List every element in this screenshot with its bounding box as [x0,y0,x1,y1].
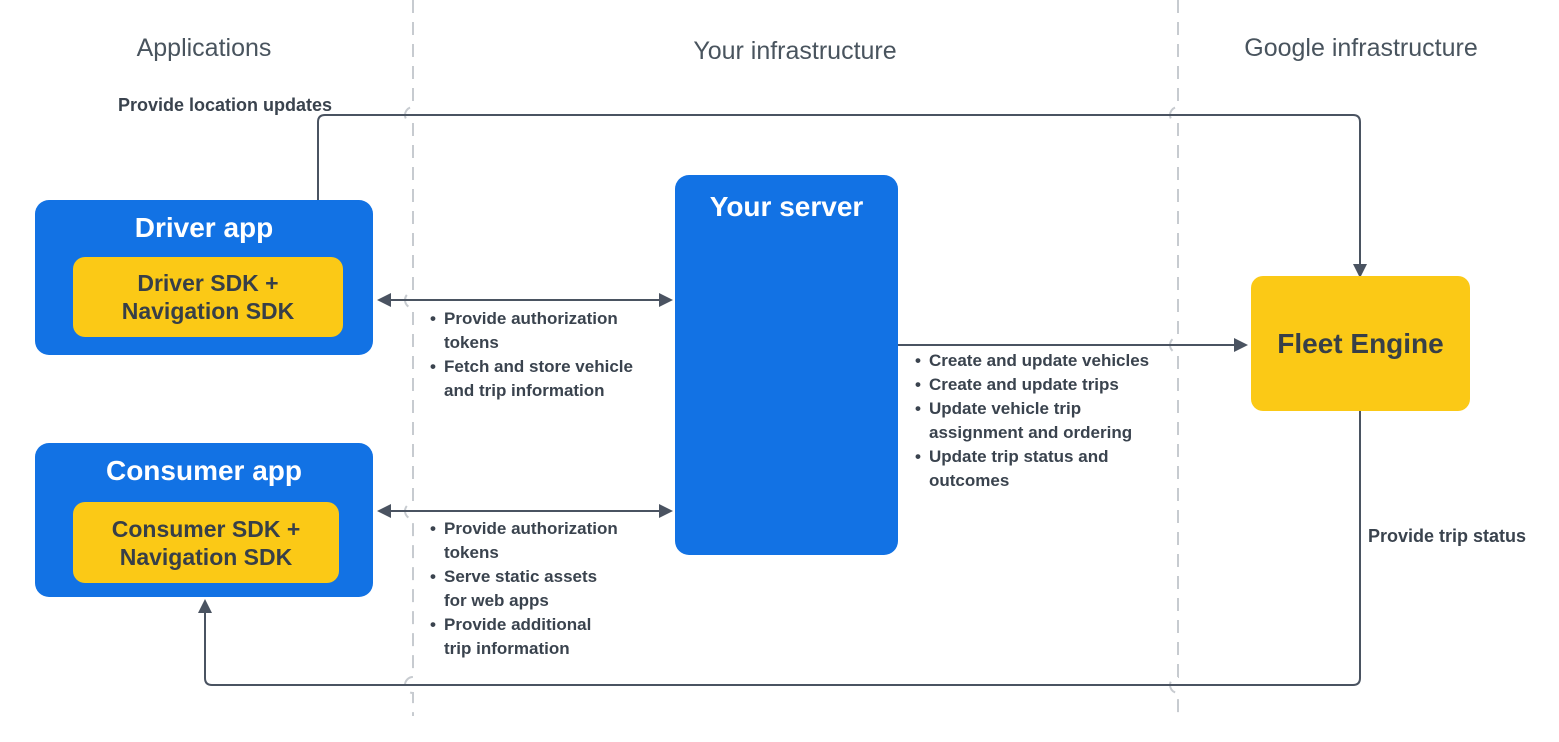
consumer-app-title: Consumer app [105,455,303,486]
label-provide-trip-status: Provide trip status [1368,526,1527,546]
column-header-applications: Applications [136,34,272,62]
bullet-list-consumer-server: • Provide authorization tokens • Serve s… [430,517,660,661]
column-header-google-infrastructure: Google infrastructure [1244,34,1478,62]
driver-app-title: Driver app [134,212,274,243]
list-item: • Update vehicle trip assignment and ord… [915,397,1185,445]
bullet-icon: • [430,519,436,538]
arrowhead-into-fleet-top [1353,264,1367,278]
arrowhead-into-consumer [377,504,391,518]
list-item: • Provide additional trip information [430,613,660,661]
bullet-icon: • [915,351,921,370]
list-item: • Create and update trips [915,373,1185,397]
driver-sdk-label: Driver SDK + Navigation SDK [121,270,295,324]
column-divider-applications [404,0,414,716]
list-item: • Provide authorization tokens [430,517,660,565]
arrowhead-into-consumer-bottom [198,599,212,613]
consumer-app-node: Consumer app Consumer SDK + Navigation S… [35,443,373,597]
driver-app-node: Driver app Driver SDK + Navigation SDK [35,200,373,355]
bullet-icon: • [430,567,436,586]
label-provide-location-updates: Provide location updates [118,95,333,115]
your-server-node: Your server [675,175,898,555]
connector-fleet-to-consumer [204,411,1361,686]
list-item: • Update trip status and outcomes [915,445,1185,493]
your-server-title: Your server [709,191,864,222]
list-item: • Create and update vehicles [915,349,1185,373]
arrowhead-into-driver [377,293,391,307]
fleet-engine-node: Fleet Engine [1251,276,1470,411]
list-item: • Provide authorization tokens [430,307,660,355]
connector-driver-to-fleet [317,114,1361,264]
bullet-list-driver-server: • Provide authorization tokens • Fetch a… [430,307,660,403]
list-item: • Serve static assets for web apps [430,565,660,613]
arrowhead-into-fleet-left [1234,338,1248,352]
column-header-your-infrastructure: Your infrastructure [693,37,897,65]
bullet-icon: • [430,309,436,328]
consumer-sdk-label: Consumer SDK + Navigation SDK [111,515,301,570]
list-item: • Fetch and store vehicle and trip infor… [430,355,660,403]
bullet-icon: • [430,615,436,634]
bullet-icon: • [430,357,436,376]
bullet-icon: • [915,399,921,418]
bullet-list-server-fleet: • Create and update vehicles • Create an… [915,349,1185,493]
consumer-sdk-node: Consumer SDK + Navigation SDK [73,502,339,583]
arrowhead-into-server-bottom [659,504,673,518]
arrowhead-into-server-top [659,293,673,307]
fleet-engine-title: Fleet Engine [1277,327,1444,359]
driver-sdk-node: Driver SDK + Navigation SDK [73,257,343,337]
bullet-icon: • [915,375,921,394]
bullet-icon: • [915,447,921,466]
